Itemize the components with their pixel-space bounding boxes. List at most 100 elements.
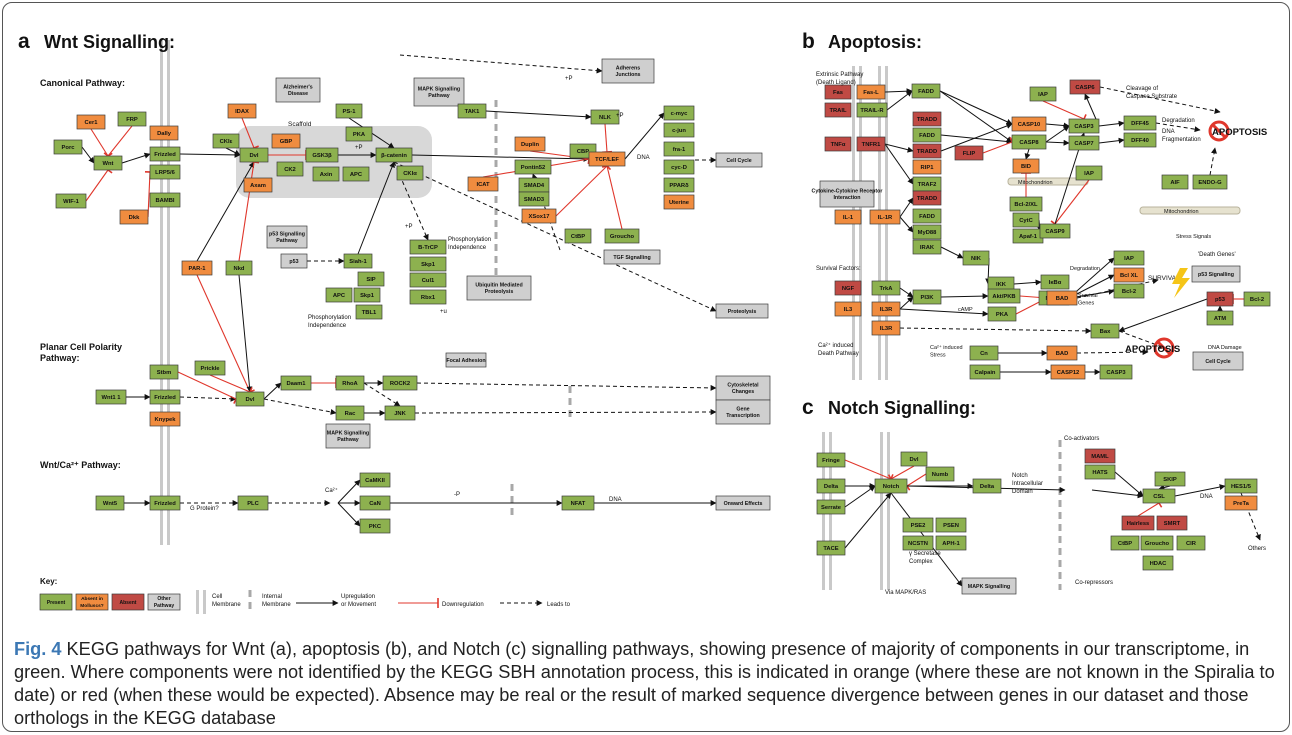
node-casp7 xyxy=(1068,135,1100,151)
node-label: IκBα xyxy=(1049,280,1062,286)
node-tcf xyxy=(588,151,626,167)
node-lrp xyxy=(149,164,181,180)
key-membrane xyxy=(196,590,199,614)
node-tnfa xyxy=(824,136,852,152)
node-label: MAPK Signalling xyxy=(327,431,369,437)
node-label: CaN xyxy=(369,501,381,507)
inhibition-edge xyxy=(209,374,251,393)
cell-membrane xyxy=(887,432,890,590)
node-skp1_b xyxy=(409,256,447,272)
caption-text: KEGG pathways for Wnt (a), apoptosis (b)… xyxy=(14,639,1275,728)
node-label: TGF Signalling xyxy=(613,255,650,261)
panel-title: Notch Signalling: xyxy=(828,398,976,418)
inhibition-edge xyxy=(107,125,133,157)
node-label: CK2 xyxy=(284,167,296,173)
node-label: NLK xyxy=(599,115,612,121)
node-wnt5 xyxy=(95,495,125,511)
node-casp12 xyxy=(1050,364,1086,380)
node-hdac xyxy=(1142,555,1174,571)
node-can xyxy=(359,495,391,511)
node-label: TNFα xyxy=(831,142,846,148)
node-casp9 xyxy=(1039,223,1071,239)
node-label: SIP xyxy=(366,277,375,283)
node-label: TRAIL-R xyxy=(860,108,884,114)
caption-label: Fig. 4 xyxy=(14,639,62,659)
node-label: HES1/5 xyxy=(1231,484,1252,490)
node-dvl_b xyxy=(235,391,265,407)
node-dvl_a xyxy=(239,147,269,163)
node-label: CIR xyxy=(1186,541,1197,547)
node-pontin xyxy=(514,159,552,175)
node-label: Delta xyxy=(980,484,995,490)
panel-title: Wnt Signalling: xyxy=(44,32,175,52)
node-label: NFAT xyxy=(571,501,586,507)
node-label: APC xyxy=(333,293,346,299)
node-label: SMRT xyxy=(1164,521,1181,527)
node-gbp xyxy=(271,133,301,149)
key-label: Absent in xyxy=(81,596,103,602)
node-frizzled_b xyxy=(149,389,181,405)
cell-membrane xyxy=(880,432,883,590)
node-label: Stbm xyxy=(157,370,172,376)
node-label: PSE2 xyxy=(911,523,926,529)
node-label: PSEN xyxy=(943,523,959,529)
node-label: Rbx1 xyxy=(421,295,436,301)
annotation: DNA xyxy=(609,497,622,503)
node-rip1 xyxy=(912,159,942,175)
node-il3r xyxy=(871,301,901,317)
node-label: Cell Cycle xyxy=(726,158,751,164)
activation-edge xyxy=(1013,279,1042,286)
node-label: IKK xyxy=(996,282,1007,288)
node-cycb xyxy=(1012,212,1040,228)
node-label: APH-1 xyxy=(942,541,960,547)
node-frizzled_a xyxy=(149,146,181,162)
node-cytoskel xyxy=(715,375,771,401)
inhibition-edge xyxy=(177,371,237,400)
node-label: Siah-1 xyxy=(349,259,367,265)
node-bambi xyxy=(149,192,181,208)
node-label: HATS xyxy=(1092,470,1107,476)
activation-edge xyxy=(1045,122,1070,129)
node-label: Uterine xyxy=(669,200,690,206)
node-label: MAPK Signalling xyxy=(968,584,1010,590)
annotation: SURVIVAL xyxy=(1148,275,1180,282)
node-label: Bcl-2/XL xyxy=(1014,202,1038,208)
node-adherens xyxy=(601,58,655,84)
lightning-icon xyxy=(1172,268,1190,298)
inhibition-edge xyxy=(890,465,915,480)
node-pka_b xyxy=(987,306,1017,322)
node-bad2 xyxy=(1046,345,1078,361)
annotation: DNA xyxy=(1200,494,1213,500)
node-delta2 xyxy=(972,478,1002,494)
node-label: Axin xyxy=(320,172,333,178)
node-label: Cul1 xyxy=(422,278,435,284)
node-label: Cell Cycle xyxy=(1205,359,1230,365)
node-label: IAP xyxy=(1038,92,1048,98)
node-casp8 xyxy=(1011,134,1047,150)
activation-edge xyxy=(939,90,1013,125)
node-rac xyxy=(335,405,365,421)
activation-edge xyxy=(940,246,964,259)
node-alz xyxy=(275,77,321,103)
annotation: Ca²⁺ xyxy=(325,487,338,494)
node-iap3 xyxy=(1113,250,1145,266)
node-label: PreTa xyxy=(1233,501,1249,507)
node-il3 xyxy=(834,301,862,317)
node-label: Dvl xyxy=(249,153,258,159)
key-label: Membrane xyxy=(212,602,241,608)
node-pkc xyxy=(359,518,391,534)
node-bax xyxy=(1090,323,1120,339)
node-skip xyxy=(1154,471,1186,487)
node-smrt xyxy=(1156,515,1188,531)
annotation: +P xyxy=(355,145,363,151)
annotation: Ca²⁺ induced xyxy=(818,342,854,349)
node-label: Groucho xyxy=(1145,541,1170,547)
mitochondrion-bar xyxy=(1139,206,1241,215)
key-label: Pathway xyxy=(154,603,175,609)
node-label: p53 xyxy=(1215,297,1226,303)
annotation: +P xyxy=(565,76,573,82)
key-label: Membrane xyxy=(262,602,291,608)
cell-membrane xyxy=(167,40,170,545)
scaffold-label: Scaffold xyxy=(288,121,312,128)
node-label: Wnt xyxy=(103,161,114,167)
